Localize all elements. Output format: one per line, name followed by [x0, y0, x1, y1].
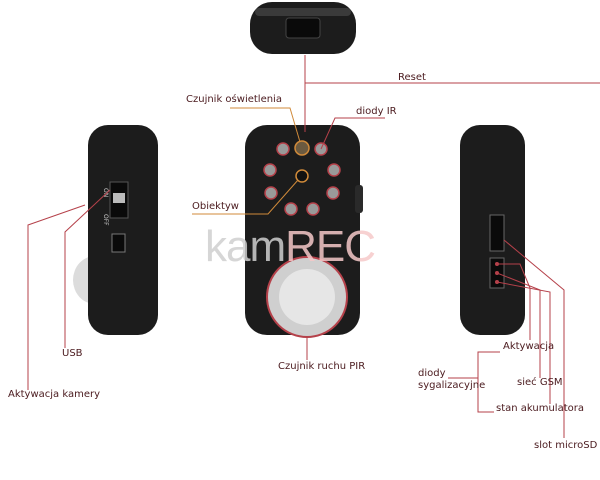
label-battery: stan akumulatora — [496, 403, 584, 414]
lens — [295, 169, 309, 183]
label-ir-leds: diody IR — [356, 106, 397, 117]
device-right-view — [460, 125, 525, 335]
label-gsm: sieć GSM — [517, 377, 563, 388]
label-usb: USB — [62, 348, 83, 359]
label-signal-leds: diody sygalizacyjne — [418, 368, 486, 391]
on-label: ON — [102, 188, 109, 197]
label-microsd: slot microSD — [534, 440, 598, 451]
label-reset: Reset — [398, 72, 426, 83]
ir-leds — [263, 142, 341, 216]
callout-lines — [27, 55, 600, 438]
off-label: OFF — [102, 214, 109, 226]
microsd-slot — [489, 214, 505, 252]
label-camera-activation: Aktywacja kamery — [8, 389, 101, 400]
label-activation: Aktywacja — [503, 341, 555, 352]
label-lens: Obiektyw — [192, 201, 239, 212]
watermark: kamREC — [205, 222, 376, 271]
device-left-view: ON OFF — [73, 125, 158, 335]
device-top-view — [250, 2, 356, 54]
label-pir-sensor: Czujnik ruchu PIR — [278, 361, 366, 372]
label-light-sensor: Czujnik oświetlenia — [186, 94, 282, 105]
light-sensor — [294, 140, 310, 156]
